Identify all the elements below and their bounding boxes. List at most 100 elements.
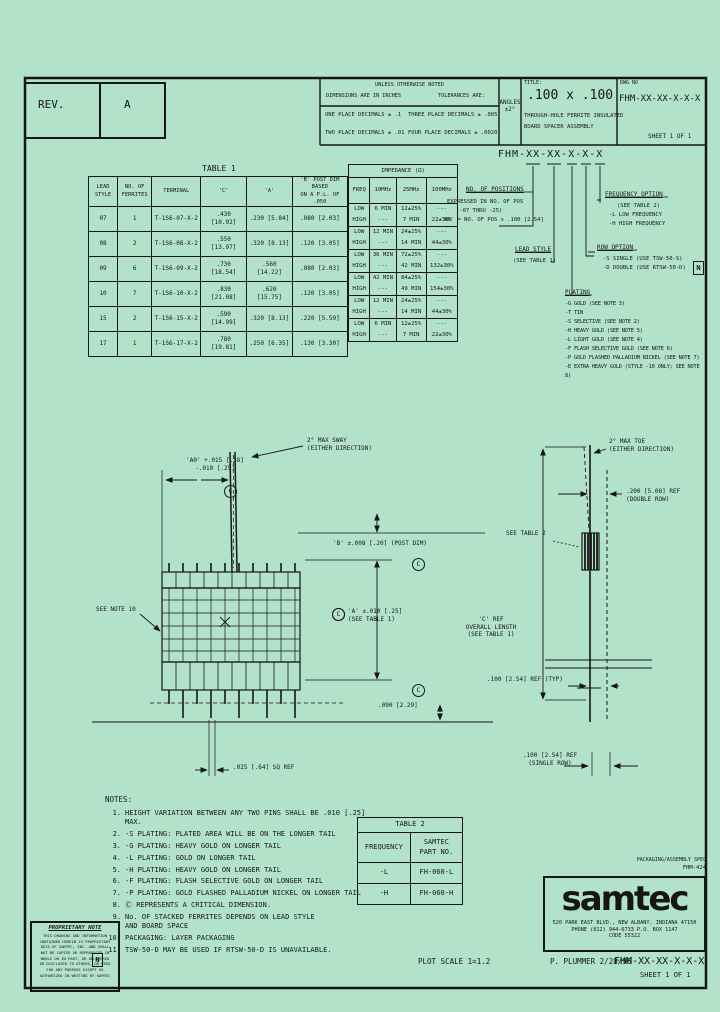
- note-item: 2. -S PLATING: PLATED AREA WILL BE ON TH…: [105, 830, 380, 839]
- table1-cell-b: .120 [3.05]: [291, 231, 349, 257]
- note-text: TSW-50-D MAY BE USED IF RTSW-50-D IS UNA…: [125, 945, 332, 954]
- plot-scale: PLOT SCALE 1=1.2: [418, 957, 491, 966]
- typ-100-dim-label: .100 [2.54] REF (TYP): [487, 676, 563, 683]
- note-number: 3.: [112, 841, 121, 850]
- table1-cell-style: 07: [87, 206, 119, 232]
- dwg-no-label: DWG NO: [620, 80, 639, 86]
- impedance-row-low: LOW 6 MIN 12±25% ---: [347, 318, 459, 330]
- impedance-row-low: LOW 36 MIN 72±25% ---: [347, 249, 459, 261]
- table1-cell-terminal: T-1S6-15-X-2: [151, 306, 202, 332]
- table1-cell-terminal: T-1S6-09-X-2: [151, 256, 202, 282]
- impedance-table: IMPEDANCE (Ω) FREQ 10MHz 25MHz 100MHz LO…: [347, 164, 459, 342]
- impedance-freq-low: LOW: [347, 295, 371, 307]
- b-post-dim-label: 'B' ±.008 [.20] (POST DIM): [333, 540, 427, 547]
- table1-cell-a: .250 [6.35]: [246, 331, 293, 357]
- frequency-option-title: FREQUENCY OPTION: [605, 191, 663, 198]
- impedance-freq-high: HIGH: [347, 215, 371, 227]
- table1-row: 08 2 T-1S6-08-X-2 .550 [13.97] .320 [8.1…: [87, 231, 349, 257]
- dim-090-label: .090 [2.29]: [378, 702, 418, 709]
- table2-cell-part: FH-060-H: [409, 883, 464, 905]
- impedance-high-100: 132±30%: [425, 261, 459, 273]
- double-row-dim-label: .200 [5.08] REF (DOUBLE ROW): [626, 488, 681, 503]
- table1-header-style: LEAD STYLE: [87, 176, 119, 207]
- samtec-phone: PHONE (812) 944-6733 P.O. BOX 1147: [571, 926, 678, 933]
- note-text: -P PLATING: GOLD FLASHED PALLADIUM NICKE…: [125, 889, 362, 898]
- impedance-row-high: HIGH --- 7 MIN 22±30%: [347, 215, 459, 227]
- note-number: 9.: [112, 913, 121, 922]
- spec-label: PACKAGING/ASSEMBLY SPEC: [636, 857, 706, 863]
- note-text: -H PLATING: HEAVY GOLD ON LONGER TAIL: [125, 865, 281, 874]
- note-number: 5.: [112, 865, 121, 874]
- part-number: FHM-XX-XX-X-X-X: [498, 149, 604, 160]
- plating-item: -H HEAVY GOLD (SEE NOTE 5): [565, 328, 643, 334]
- critical-flag-a2: C: [332, 608, 345, 621]
- impedance-header-100mhz: 100MHz: [425, 177, 459, 204]
- table1-cell-b: .080 [2.03]: [291, 206, 349, 232]
- samtec-logo-box: samtec 520 PARK EAST BLVD., NEW ALBANY, …: [543, 876, 706, 952]
- note-number: 1.: [112, 809, 121, 817]
- impedance-high-25: 14 MIN: [395, 307, 427, 319]
- table1-cell-b: .120 [3.05]: [291, 281, 349, 307]
- impedance-low-25: 84±25%: [395, 272, 427, 284]
- tol-four-place: FOUR PLACE DECIMALS ± .0020: [408, 130, 498, 136]
- plating-item: -S SELECTIVE (SEE NOTE 2): [565, 319, 640, 325]
- plating-title: PLATING: [565, 289, 591, 296]
- table2-row: -L FH-060-L: [357, 862, 464, 884]
- table1-cell-a: .230 [5.84]: [246, 206, 293, 232]
- samtec-logo: samtec: [561, 879, 689, 919]
- impedance-low-25: 12±25%: [395, 318, 427, 330]
- impedance-low-25: 24±25%: [395, 295, 427, 307]
- impedance-freq-low: LOW: [347, 203, 371, 215]
- notes-list: 1. HEIGHT VARIATION BETWEEN ANY TWO PINS…: [105, 809, 380, 958]
- impedance-high-10: ---: [369, 238, 397, 250]
- impedance-header-25mhz: 25MHz: [395, 177, 427, 204]
- note-text: PACKAGING: LAYER PACKAGING: [125, 933, 235, 942]
- table1-cell-c: .430 [10.92]: [200, 206, 248, 232]
- table1-row: 17 1 T-1S6-17-X-2 .780 [19.81] .250 [6.3…: [87, 331, 349, 357]
- samtec-code: CODE 55322: [608, 933, 641, 939]
- impedance-high-100: 22±30%: [425, 330, 459, 342]
- a-dim-label: 'A' ±.010 [.25] (SEE TABLE 1): [348, 608, 403, 623]
- impedance-high-10: ---: [369, 284, 397, 296]
- plating-item: -E EXTRA HEAVY GOLD (STYLE -10 ONLY; SEE…: [565, 364, 700, 379]
- note-item: 3. -G PLATING: HEAVY GOLD ON LONGER TAIL: [105, 842, 380, 851]
- table1-cell-style: 15: [87, 306, 119, 332]
- table1-cell-ferrites: 2: [117, 231, 153, 257]
- table1: LEAD STYLE NO. OF FERRITES TERMINAL 'C' …: [87, 176, 349, 357]
- table1-header-a: 'A': [246, 176, 293, 207]
- row-option-title: ROW OPTION: [597, 244, 634, 251]
- frequency-option-low: -L LOW FREQUENCY: [609, 212, 662, 218]
- table1-cell-c: .830 [21.08]: [200, 281, 248, 307]
- tol-one-place: ONE PLACE DECIMALS ± .1: [325, 112, 402, 118]
- table2: TABLE 2 FREQUENCY SAMTEC PART NO. -L FH-…: [357, 817, 464, 905]
- plating-item: -G GOLD (SEE NOTE 3): [565, 301, 625, 307]
- impedance-high-10: ---: [369, 307, 397, 319]
- impedance-high-100: 44±30%: [425, 307, 459, 319]
- note-item: 5. -H PLATING: HEAVY GOLD ON LONGER TAIL: [105, 866, 380, 875]
- table2-title: TABLE 2: [357, 817, 463, 833]
- table1-cell-b: .130 [3.30]: [291, 331, 349, 357]
- table1-cell-style: 17: [87, 331, 119, 357]
- spec-number: FHM-424: [682, 865, 706, 871]
- tol-three-place: THREE PLACE DECIMALS ± .005: [408, 112, 498, 118]
- note-item: 1. HEIGHT VARIATION BETWEEN ANY TWO PINS…: [105, 809, 380, 827]
- table1-cell-terminal: T-1S6-17-X-2: [151, 331, 202, 357]
- table1-header-b: 'B' POST DIM BASED ON A P.L. OF .050: [291, 176, 349, 207]
- note-item: 6. -F PLATING: FLASH SELECTIVE GOLD ON L…: [105, 877, 380, 886]
- impedance-high-100: 22±30%: [425, 215, 459, 227]
- samtec-address: 520 PARK EAST BLVD., NEW ALBANY, INDIANA…: [552, 920, 697, 926]
- tol-dims: DIMENSIONS ARE IN INCHES: [326, 93, 401, 99]
- note-number: 2.: [112, 829, 121, 838]
- impedance-high-100: 154±30%: [425, 284, 459, 296]
- table1-header-c: 'C': [200, 176, 248, 207]
- table1-cell-b: .220 [5.59]: [291, 306, 349, 332]
- impedance-row-high: HIGH --- 42 MIN 132±30%: [347, 261, 459, 273]
- table1-row: 15 2 T-1S6-15-X-2 .590 [14.99] .320 [8.1…: [87, 306, 349, 332]
- impedance-high-25: 14 MIN: [395, 238, 427, 250]
- table1-cell-ferrites: 6: [117, 256, 153, 282]
- impedance-low-10: 6 MIN: [369, 318, 397, 330]
- positions-title: NO. OF POSITIONS: [466, 186, 524, 193]
- impedance-low-10: 12 MIN: [369, 295, 397, 307]
- tol-are: TOLERANCES ARE:: [438, 93, 485, 99]
